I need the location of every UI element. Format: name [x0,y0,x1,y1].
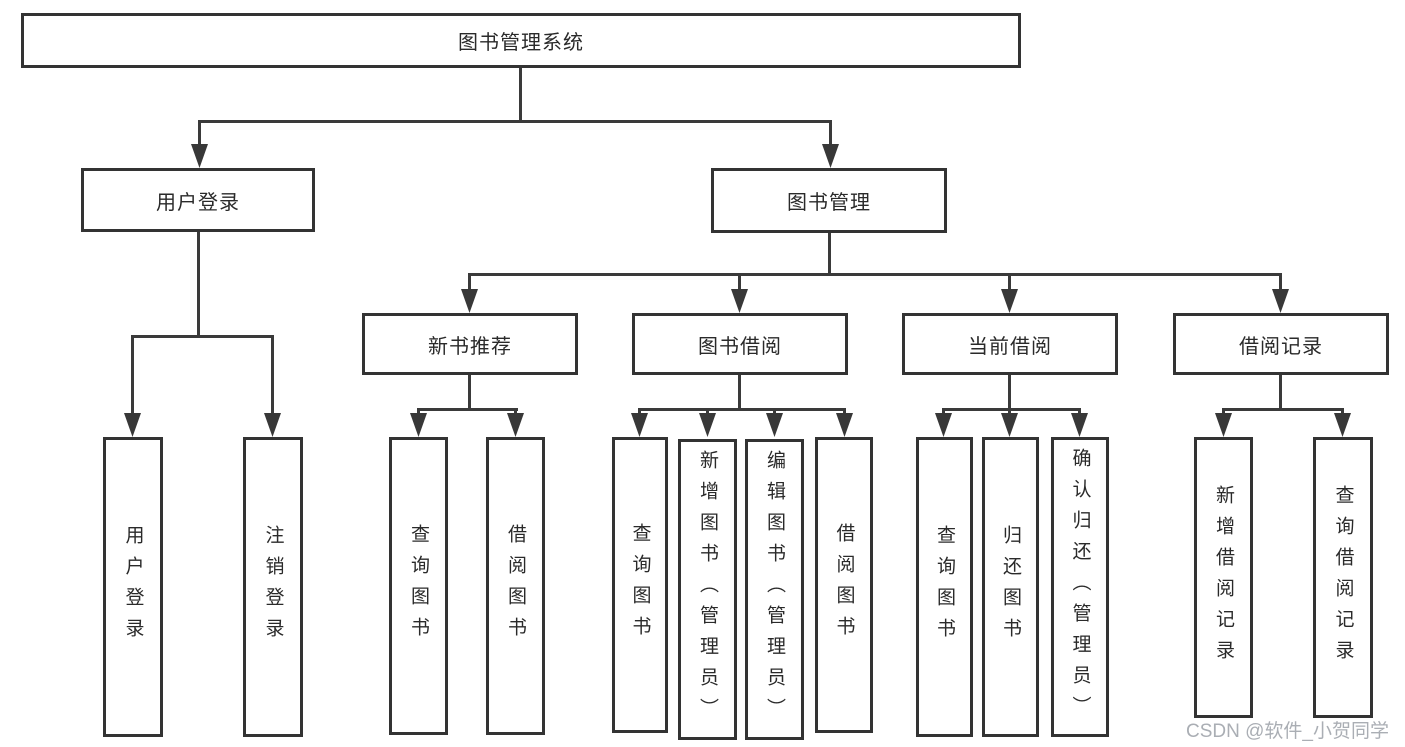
connector-line [1222,408,1225,417]
node-new-book-rec: 新书推荐 [362,313,578,375]
node-new-book-rec-label: 新书推荐 [428,335,512,358]
connector-line [1279,375,1282,410]
arrowhead-icon [1001,289,1018,313]
leaf-current-query-books: 查询图书 [916,437,973,737]
leaf-return-books: 归还图书 [982,437,1039,737]
arrowhead-icon [191,144,208,168]
arrowhead-icon [731,289,748,313]
leaf-add-books-admin: 新增图书（管理员） [678,439,737,740]
node-book-borrow: 图书借阅 [632,313,848,375]
arrowhead-icon [699,413,716,437]
leaf-query-borrow-record: 查询借阅记录 [1313,437,1373,718]
connector-line [514,408,517,417]
connector-line [131,335,134,417]
arrowhead-icon [1071,413,1088,437]
leaf-current-query-books-label: 查询图书 [934,525,955,649]
leaf-edit-books-admin: 编辑图书（管理员） [745,439,804,740]
leaf-borrow-borrow-books: 借阅图书 [815,437,873,733]
leaf-user-login-label: 用户登录 [122,525,144,649]
node-book-mgmt: 图书管理 [711,168,947,233]
arrowhead-icon [631,413,648,437]
leaf-logout: 注销登录 [243,437,303,737]
connector-line [1341,408,1344,417]
connector-line [1222,408,1344,411]
connector-line [773,408,776,417]
connector-line [468,375,471,410]
leaf-confirm-return-admin-label: 确认归还（管理员） [1069,447,1091,727]
connector-line [638,408,846,411]
arrowhead-icon [822,144,839,168]
leaf-rec-query-books-label: 查询图书 [408,524,429,648]
connector-line [417,408,518,411]
leaf-rec-query-books: 查询图书 [389,437,448,735]
node-user-login-label: 用户登录 [156,191,240,214]
node-book-mgmt-label: 图书管理 [787,192,871,214]
leaf-add-borrow-record: 新增借阅记录 [1194,437,1253,718]
connector-line [942,408,945,417]
connector-line [1008,408,1011,417]
connector-line [1279,273,1282,295]
connector-line [197,232,200,337]
leaf-add-borrow-record-label: 新增借阅记录 [1213,484,1234,671]
connector-line [738,273,741,295]
leaf-query-borrow-record-label: 查询借阅记录 [1332,484,1354,671]
connector-line [198,120,201,150]
node-root: 图书管理系统 [21,13,1021,68]
connector-line [942,408,1081,411]
leaf-add-books-admin-label: 新增图书（管理员） [697,450,718,729]
connector-line [468,273,471,295]
connector-line [131,335,274,338]
node-borrow-records-label: 借阅记录 [1239,335,1323,358]
connector-line [829,120,832,150]
leaf-rec-borrow-books-label: 借阅图书 [505,524,526,648]
leaf-borrow-borrow-books-label: 借阅图书 [833,523,855,647]
leaf-return-books-label: 归还图书 [1000,525,1021,649]
arrowhead-icon [1272,289,1289,313]
connector-line [468,273,1281,276]
arrowhead-icon [507,413,524,437]
node-user-login: 用户登录 [81,168,315,232]
csdn-watermark: CSDN @软件_小贺同学 [1186,721,1389,742]
connector-line [1008,273,1011,295]
arrowhead-icon [836,413,853,437]
arrowhead-icon [1001,413,1018,437]
connector-line [706,408,709,417]
arrowhead-icon [766,413,783,437]
connector-line [1078,408,1081,417]
leaf-logout-label: 注销登录 [262,525,284,649]
node-root-label: 图书管理系统 [458,32,584,54]
arrowhead-icon [1215,413,1232,437]
connector-line [1008,375,1011,410]
leaf-rec-borrow-books: 借阅图书 [486,437,545,735]
arrowhead-icon [264,413,281,437]
leaf-borrow-query-books: 查询图书 [612,437,668,733]
arrowhead-icon [410,413,427,437]
node-borrow-records: 借阅记录 [1173,313,1389,375]
node-current-borrow-label: 当前借阅 [968,335,1052,358]
connector-line [271,335,274,417]
node-current-borrow: 当前借阅 [902,313,1118,375]
node-book-borrow-label: 图书借阅 [698,335,782,358]
arrowhead-icon [1334,413,1351,437]
arrowhead-icon [935,413,952,437]
leaf-confirm-return-admin: 确认归还（管理员） [1051,437,1109,737]
leaf-edit-books-admin-label: 编辑图书（管理员） [764,450,785,729]
connector-line [843,408,846,417]
leaf-borrow-query-books-label: 查询图书 [629,523,651,647]
connector-line [417,408,420,417]
connector-line [738,375,741,410]
arrowhead-icon [461,289,478,313]
connector-line [198,120,832,123]
leaf-user-login: 用户登录 [103,437,163,737]
connector-line [828,233,831,275]
arrowhead-icon [124,413,141,437]
connector-line [638,408,641,417]
connector-line [519,68,522,122]
